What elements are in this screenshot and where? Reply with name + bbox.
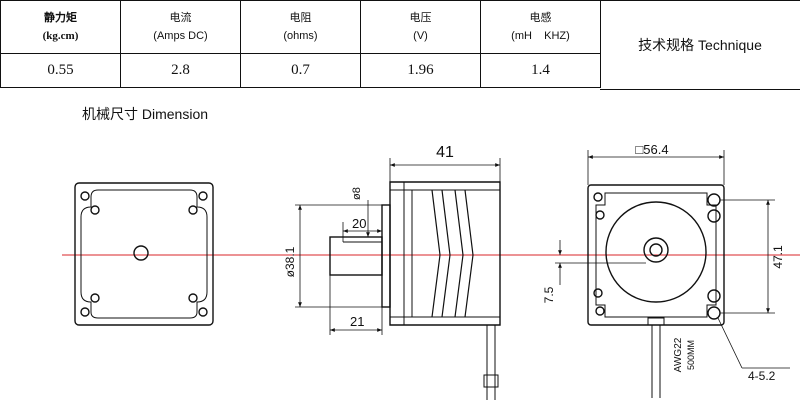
rear-hole-bl (593, 288, 603, 298)
dimension-title: 机械尺寸 Dimension (82, 106, 209, 122)
dim-shaft-length: 21 (350, 314, 364, 329)
spec-table: 静力矩 (kg.cm) 电流 (Amps DC) 电阻 (ohms) 电压 (V… (0, 0, 800, 90)
dim-hole-spacing: 47.1 (771, 245, 785, 269)
dim-boss-diameter: ø38.1 (283, 246, 297, 277)
dim-frame-size: □56.4 (635, 142, 668, 157)
dim-offset: 7.5 (542, 286, 556, 303)
front-view (74, 182, 214, 326)
side-body-chevron-2 (454, 189, 474, 318)
side-shaft (329, 236, 383, 276)
rear-hole-tl (593, 192, 603, 202)
rear-view (555, 150, 790, 398)
spec-header-inductance: 电感 (mH KHZ) (480, 0, 601, 54)
spec-value-current: 2.8 (120, 53, 241, 88)
front-center-hole (133, 245, 149, 261)
technique-label: 技术规格 Technique (600, 0, 800, 90)
spec-value-row: 0.55 2.8 0.7 1.96 1.4 (0, 53, 601, 88)
front-hole-tl2 (90, 205, 100, 215)
spec-header-current: 电流 (Amps DC) (120, 0, 241, 54)
rear-hole-tr (707, 193, 721, 207)
spec-value-inductance: 1.4 (480, 53, 601, 88)
spec-header-row: 静力矩 (kg.cm) 电流 (Amps DC) 电阻 (ohms) 电压 (V… (0, 0, 601, 54)
mount-holes-label: 4-5.2 (748, 369, 776, 383)
spec-grid: 静力矩 (kg.cm) 电流 (Amps DC) 电阻 (ohms) 电压 (V… (0, 0, 601, 88)
side-body-flange-left (403, 182, 413, 325)
front-hole-tr (198, 191, 208, 201)
wire-length-label: 500MM (686, 340, 696, 370)
front-face-outline (80, 189, 208, 319)
wire-gauge-label: AWG22 (673, 337, 684, 372)
rear-hub-inner (649, 243, 663, 257)
side-body (389, 181, 501, 326)
rear-hub-outer (643, 237, 669, 263)
front-frame (74, 182, 214, 326)
side-body-chevron-1 (431, 189, 451, 318)
spec-value-torque: 0.55 (0, 53, 121, 88)
dim-shaft-diameter: ø8 (351, 187, 363, 200)
front-hole-bl2 (90, 293, 100, 303)
side-view (295, 158, 501, 400)
rear-hole-tr2 (707, 209, 721, 223)
front-hole-br (198, 307, 208, 317)
rear-wires (651, 325, 661, 398)
front-hole-br2 (188, 293, 198, 303)
rear-bore (605, 201, 707, 303)
front-hole-tl (80, 191, 90, 201)
spec-header-resistance: 电阻 (ohms) (240, 0, 361, 54)
side-wires (486, 325, 496, 400)
rear-hole-tl2 (595, 210, 605, 220)
rear-wire-exit (647, 317, 665, 326)
dim-flat-length: 20 (352, 216, 366, 231)
front-hole-bl (80, 307, 90, 317)
side-wire-end (483, 374, 499, 388)
dim-length: 41 (436, 144, 454, 161)
rear-face-outline (595, 192, 717, 318)
rear-hole-br2 (707, 306, 721, 320)
spec-header-voltage: 电压 (V) (360, 0, 481, 54)
rear-hole-br (707, 289, 721, 303)
spec-header-torque: 静力矩 (kg.cm) (0, 0, 121, 54)
side-boss (381, 204, 391, 308)
spec-value-voltage: 1.96 (360, 53, 481, 88)
rear-hole-bl2 (595, 306, 605, 316)
front-hole-tr2 (188, 205, 198, 215)
spec-value-resistance: 0.7 (240, 53, 361, 88)
